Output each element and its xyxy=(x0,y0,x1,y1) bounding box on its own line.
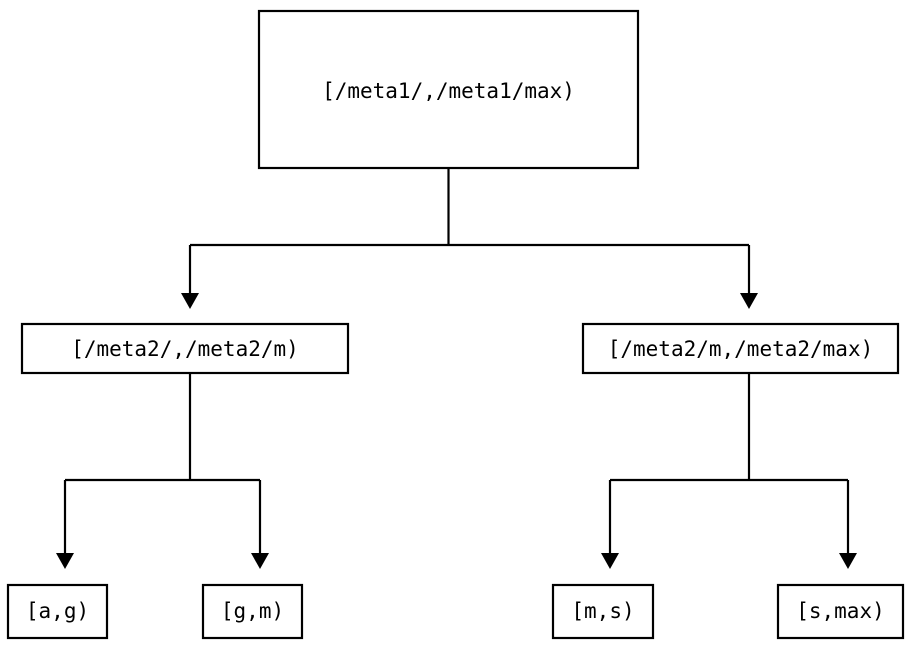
node-leaf-4-box[interactable] xyxy=(776,583,905,640)
node-mid-right[interactable]: [/meta2/m,/meta2/max) xyxy=(581,322,900,375)
edge-group-mid-right-to-leaves xyxy=(601,373,857,569)
node-mid-right-label: [/meta2/m,/meta2/max) xyxy=(608,337,874,361)
arrow-head-to-leaf-1 xyxy=(56,553,74,569)
node-leaf-4[interactable]: [s,max) xyxy=(776,583,905,640)
node-leaf-3-box[interactable] xyxy=(551,583,655,640)
node-leaf-3-label: [m,s) xyxy=(571,599,634,623)
edge-group-root-to-mid xyxy=(181,168,758,309)
arrow-head-to-leaf-2 xyxy=(251,553,269,569)
node-leaf-1[interactable]: [a,g) xyxy=(6,583,109,640)
arrow-head-to-leaf-4 xyxy=(839,553,857,569)
node-leaf-4-label: [s,max) xyxy=(796,599,885,623)
node-mid-left-box[interactable] xyxy=(20,322,350,375)
node-leaf-1-label: [a,g) xyxy=(26,599,89,623)
node-mid-left-label: [/meta2/,/meta2/m) xyxy=(71,337,299,361)
node-leaf-3[interactable]: [m,s) xyxy=(551,583,655,640)
edge-group-mid-left-to-leaves xyxy=(56,373,269,569)
arrow-head-root-to-mid-left xyxy=(181,293,199,309)
node-leaf-2-label: [g,m) xyxy=(221,599,284,623)
node-mid-left[interactable]: [/meta2/,/meta2/m) xyxy=(20,322,350,375)
node-root-label: [/meta1/,/meta1/max) xyxy=(322,79,575,103)
node-mid-right-box[interactable] xyxy=(581,322,900,375)
node-leaf-2-box[interactable] xyxy=(201,583,304,640)
node-leaf-1-box[interactable] xyxy=(6,583,109,640)
node-root[interactable]: [/meta1/,/meta1/max) xyxy=(257,9,640,170)
arrow-head-to-leaf-3 xyxy=(601,553,619,569)
arrow-head-root-to-mid-right xyxy=(740,293,758,309)
node-root-box[interactable] xyxy=(257,9,640,170)
node-leaf-2[interactable]: [g,m) xyxy=(201,583,304,640)
